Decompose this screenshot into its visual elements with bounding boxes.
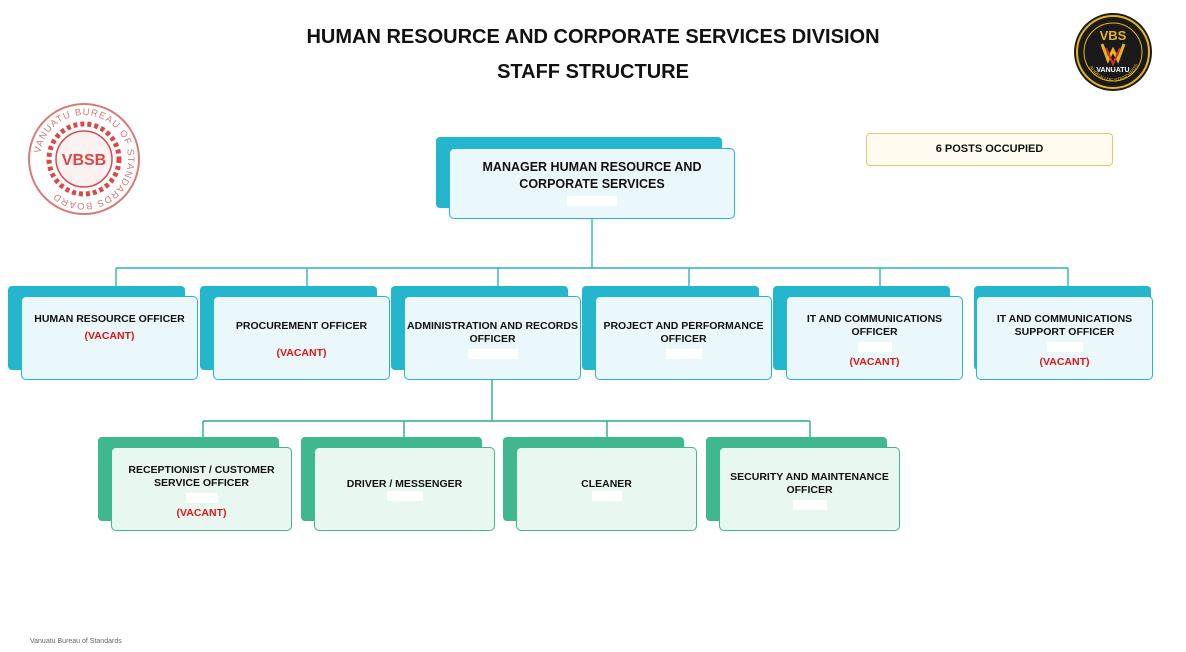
level3-connectors [202,380,811,440]
vbsb-stamp-logo: VBSB VANUATU BUREAU OF STANDARDS BOARD [28,103,140,215]
node-title: SECURITY AND MAINTENANCE OFFICER [730,471,889,496]
logo-acronym: VBS [1100,28,1127,43]
node-title: RECEPTIONIST / CUSTOMER SERVICE OFFICER [128,464,275,489]
page-title: HUMAN RESOURCE AND CORPORATE SERVICES DI… [306,26,880,48]
node-title: IT AND COMMUNICATIONS SUPPORT OFFICER [996,313,1133,338]
node-title: HUMAN RESOURCE OFFICER [34,313,185,325]
page-subtitle: STAFF STRUCTURE [497,61,689,83]
posts-occupied-note: 6 POSTS OCCUPIED [866,133,1113,166]
footer-text: Vanuatu Bureau of Standards [30,638,122,645]
node-title: ADMINISTRATION AND RECORDS OFFICER [407,320,578,345]
stamp-acronym: VBSB [62,152,106,169]
vacant-status: (VACANT) [276,347,327,359]
node-title: PROJECT AND PERFORMANCE OFFICER [603,320,764,345]
vacant-status: (VACANT) [176,507,227,519]
logo-country: VANUATU [1096,67,1129,74]
vacant-status: (VACANT) [1039,356,1090,368]
manager-title: MANAGER HUMAN RESOURCE AND CORPORATE SER… [482,160,702,191]
vacant-status: (VACANT) [849,356,900,368]
vbs-logo: VBS VANUATU BUREAU OF STANDARDS [1074,13,1152,91]
level2-connectors [115,218,1069,290]
node-title: CLEANER [581,478,632,490]
node-title: DRIVER / MESSENGER [346,478,463,490]
node-title: IT AND COMMUNICATIONS OFFICER [806,313,943,338]
node-title: PROCUREMENT OFFICER [235,320,368,332]
vacant-status: (VACANT) [84,330,135,342]
